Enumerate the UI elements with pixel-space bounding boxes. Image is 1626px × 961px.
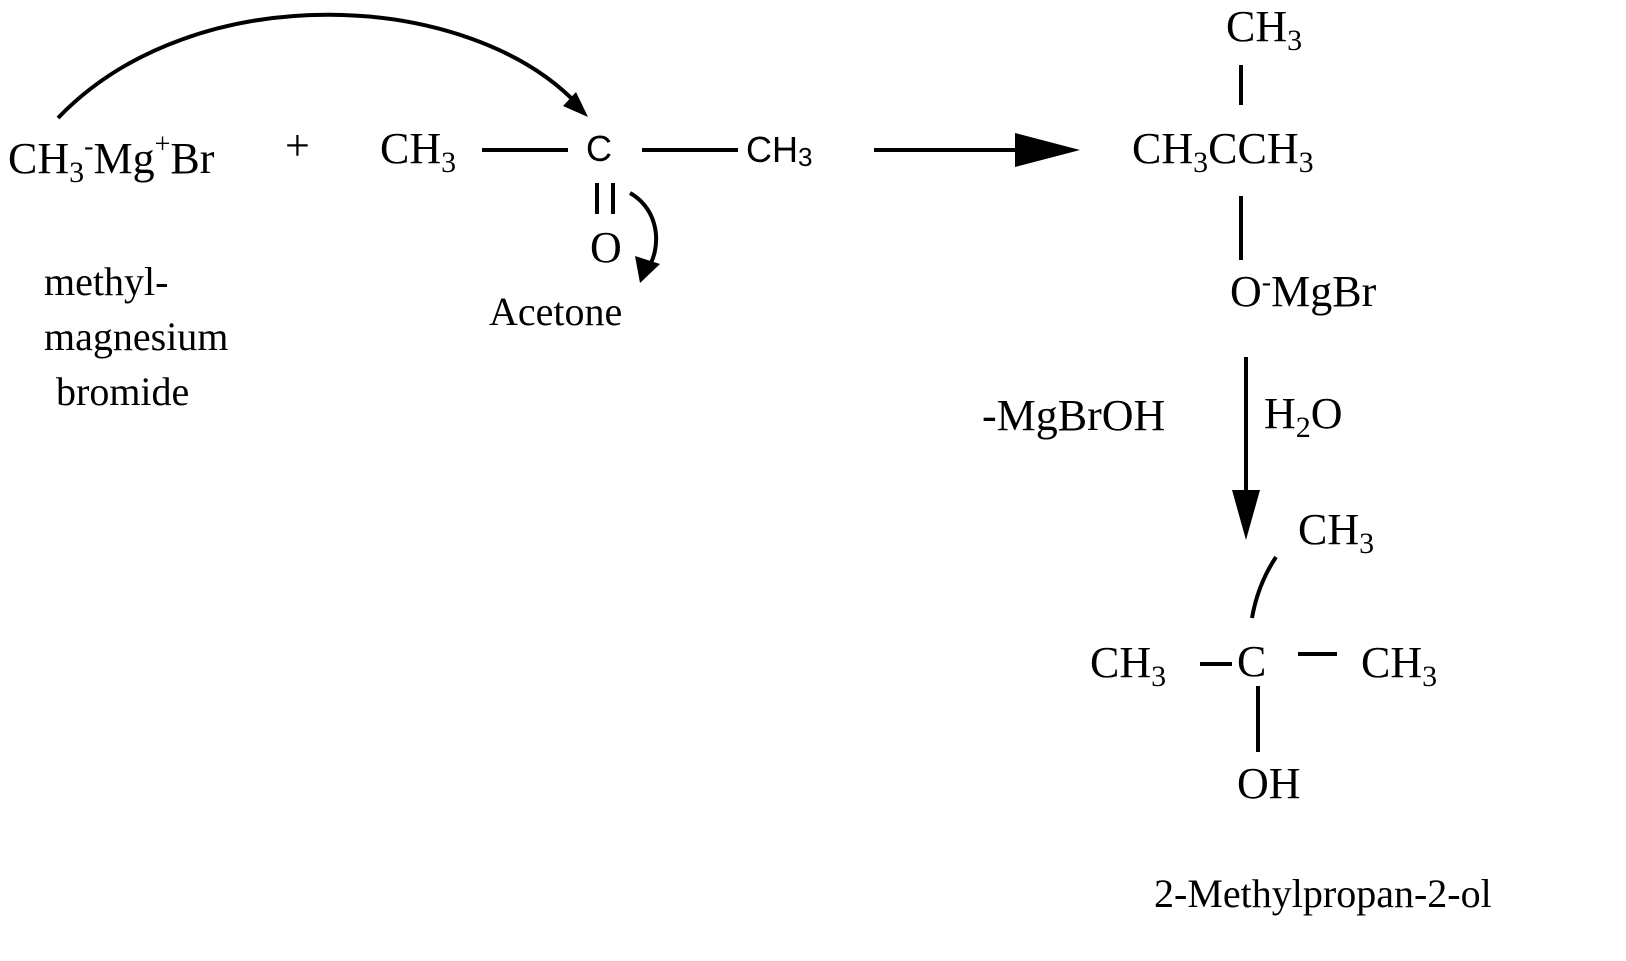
acetone-right-methyl: CH3 bbox=[746, 129, 812, 172]
acetone-name: Acetone bbox=[489, 289, 622, 334]
water-reagent: H2O bbox=[1264, 389, 1343, 444]
acetone-left-methyl: CH3 bbox=[380, 124, 456, 179]
electron-shift-arrowhead bbox=[635, 256, 660, 283]
nucleophilic-attack-arrow bbox=[56, 12, 580, 120]
grignard-name-line-3: bromide bbox=[56, 369, 189, 414]
product-top-methyl: CH3 bbox=[1298, 505, 1374, 560]
product-top-bond bbox=[1250, 555, 1278, 619]
reaction-arrowhead bbox=[1015, 133, 1080, 167]
byproduct-label: -MgBrOH bbox=[982, 391, 1165, 440]
product-name: 2-Methylpropan-2-ol bbox=[1154, 871, 1492, 916]
intermediate-backbone: CH3CCH3 bbox=[1132, 124, 1314, 179]
intermediate-alkoxide: O-MgBr bbox=[1230, 267, 1377, 316]
grignard-formula: CH3-Mg+Br bbox=[8, 129, 215, 189]
product-hydroxyl: OH bbox=[1237, 759, 1301, 808]
grignard-name-line-2: magnesium bbox=[44, 314, 228, 359]
product-central-carbon: C bbox=[1237, 637, 1266, 686]
nucleophilic-attack-arrowhead bbox=[563, 92, 588, 117]
intermediate-top-methyl: CH3 bbox=[1226, 2, 1302, 57]
electron-shift-arrow bbox=[628, 191, 659, 272]
grignard-name-line-1: methyl- bbox=[44, 259, 168, 304]
product-left-methyl: CH3 bbox=[1090, 638, 1166, 693]
hydrolysis-arrowhead bbox=[1232, 490, 1260, 540]
acetone-carbonyl-carbon: C bbox=[586, 128, 612, 169]
plus-sign: + bbox=[285, 121, 310, 170]
product-right-methyl: CH3 bbox=[1361, 638, 1437, 693]
acetone-oxygen: O bbox=[590, 223, 622, 272]
